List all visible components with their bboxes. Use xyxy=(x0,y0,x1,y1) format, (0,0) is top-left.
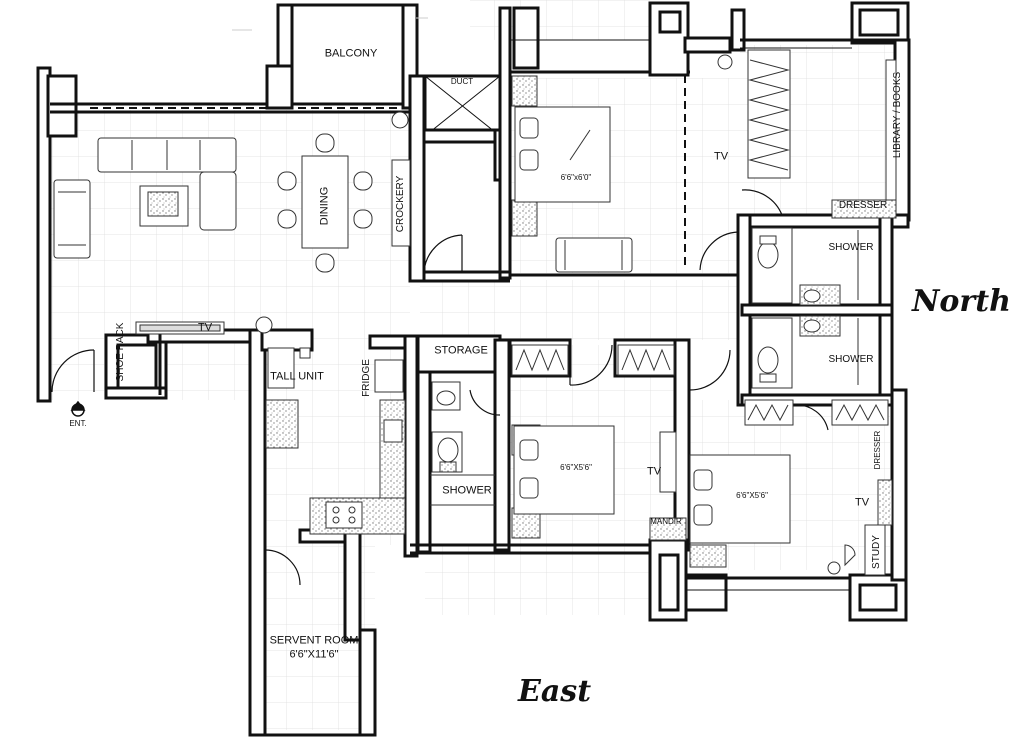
dresser-top-label: DRESSER xyxy=(838,200,888,211)
mandir-label: MANDIR xyxy=(650,517,682,526)
living-furniture xyxy=(53,54,841,575)
duct-label: DUCT xyxy=(450,77,474,86)
shower-top-label: SHOWER xyxy=(828,242,874,253)
dresser-right-label: DRESSER xyxy=(873,430,882,470)
shower-mid-label: SHOWER xyxy=(828,354,874,365)
tv-master-label: TV xyxy=(713,150,729,163)
tv-mid-label: TV xyxy=(646,465,662,478)
east-label: East xyxy=(518,674,592,709)
master-bedroom-furniture xyxy=(511,49,897,273)
fridge-label: FRIDGE xyxy=(361,359,372,397)
right-bedroom-furniture xyxy=(689,454,893,576)
study-label: STUDY xyxy=(871,535,882,569)
storage-label: STORAGE xyxy=(434,344,488,357)
windows xyxy=(90,17,852,720)
kitchen xyxy=(265,347,406,535)
tv-living-label: TV xyxy=(197,321,213,334)
doors xyxy=(51,189,829,586)
tall-unit-label: TALL UNIT xyxy=(270,370,324,383)
tv-right-label: TV xyxy=(854,496,870,509)
bathrooms xyxy=(430,227,859,506)
entrance-marker xyxy=(70,400,86,417)
entrance-label: ENT. xyxy=(69,419,87,428)
shoe-rack-label: SHOE RACK xyxy=(115,322,126,382)
servant-room-size: 6'6"X11'6" xyxy=(289,648,339,661)
dining-label: DINING xyxy=(318,186,331,226)
crockery-label: CROCKERY xyxy=(395,175,406,233)
master-bed-size: 6'6"x6'0" xyxy=(560,173,592,182)
servant-room-label: SERVENT ROOM xyxy=(269,634,359,647)
balcony-label: BALCONY xyxy=(324,47,378,60)
wardrobes xyxy=(511,59,889,426)
walls xyxy=(36,1,911,737)
right-bed-size: 6'6"X5'6" xyxy=(736,491,768,500)
shower-left-label: SHOWER xyxy=(442,484,492,497)
middle-bed-size: 6'6"X5'6" xyxy=(560,463,592,472)
middle-bedroom-furniture xyxy=(511,424,687,541)
north-label: North xyxy=(912,284,1011,319)
library-label: LIBRARY / BOOKS xyxy=(892,71,903,159)
